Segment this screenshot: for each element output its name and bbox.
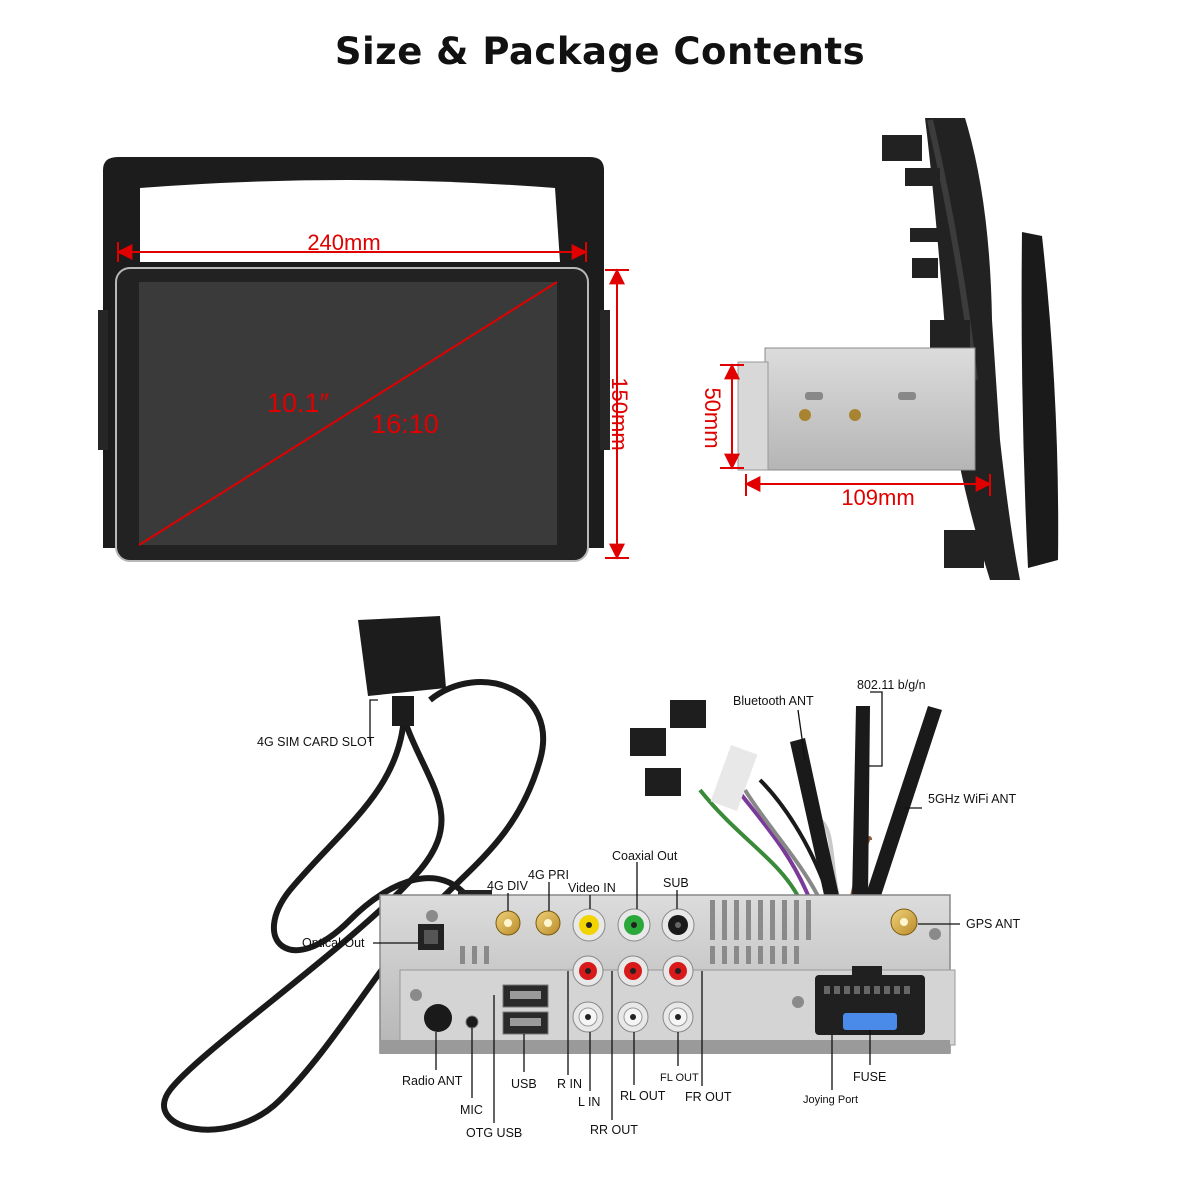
front-view: 240mm 150mm 10.1″ 16:10 [98, 157, 632, 562]
sim-module [358, 616, 446, 696]
otg-label: OTG USB [466, 1126, 522, 1140]
bluetooth-antenna [790, 738, 840, 904]
wire-harness [630, 700, 942, 906]
sim-label: 4G SIM CARD SLOT [257, 735, 375, 749]
wifi5-label: 5GHz WiFi ANT [928, 792, 1017, 806]
page-title: Size & Package Contents [334, 30, 866, 73]
diagonal-line [138, 281, 558, 546]
rear-chassis [379, 894, 956, 1054]
ratio-label: 16:10 [371, 409, 439, 439]
wifi5-antenna [864, 706, 942, 905]
4g-pri-label: 4G PRI [528, 868, 569, 882]
4g-div-label: 4G DIV [487, 879, 529, 893]
chassis-height-label: 50mm [700, 387, 725, 448]
radio-label: Radio ANT [402, 1074, 463, 1088]
gps-label: GPS ANT [966, 917, 1021, 931]
side-chassis [764, 347, 976, 471]
l-in-label: L IN [578, 1095, 600, 1109]
r-in-label: R IN [557, 1077, 582, 1091]
fuse-label: FUSE [853, 1070, 886, 1084]
fuse [843, 1013, 897, 1030]
coaxial-label: Coaxial Out [612, 849, 678, 863]
bluetooth-label: Bluetooth ANT [733, 694, 814, 708]
side-view: 50mm 109mm [700, 118, 1059, 580]
diagonal-label: 10.1″ [267, 388, 330, 418]
chassis-depth-label: 109mm [841, 485, 914, 510]
wifi24-antenna [852, 706, 870, 900]
fl-out-label: FL OUT [660, 1072, 699, 1084]
width-label: 240mm [307, 230, 380, 255]
optical-label: Optical Out [302, 936, 365, 950]
wifi24-label: 802.11 b/g/n [857, 678, 926, 692]
usb-label: USB [511, 1077, 537, 1091]
port-labels: 4G SIM CARD SLOT Optical Out 4G DIV 4G P… [257, 678, 1021, 1140]
rl-out-label: RL OUT [620, 1089, 666, 1103]
radio-ant-port [424, 1004, 452, 1032]
mic-port [465, 1015, 479, 1029]
mic-label: MIC [460, 1103, 483, 1117]
video-in-label: Video IN [568, 881, 616, 895]
height-label: 150mm [607, 377, 632, 450]
fr-out-label: FR OUT [685, 1090, 732, 1104]
joying-label: Joying Port [803, 1094, 858, 1106]
sub-label: SUB [663, 876, 689, 890]
side-screen [1021, 232, 1059, 568]
callout-lines [369, 691, 960, 1123]
rr-out-label: RR OUT [590, 1123, 638, 1137]
